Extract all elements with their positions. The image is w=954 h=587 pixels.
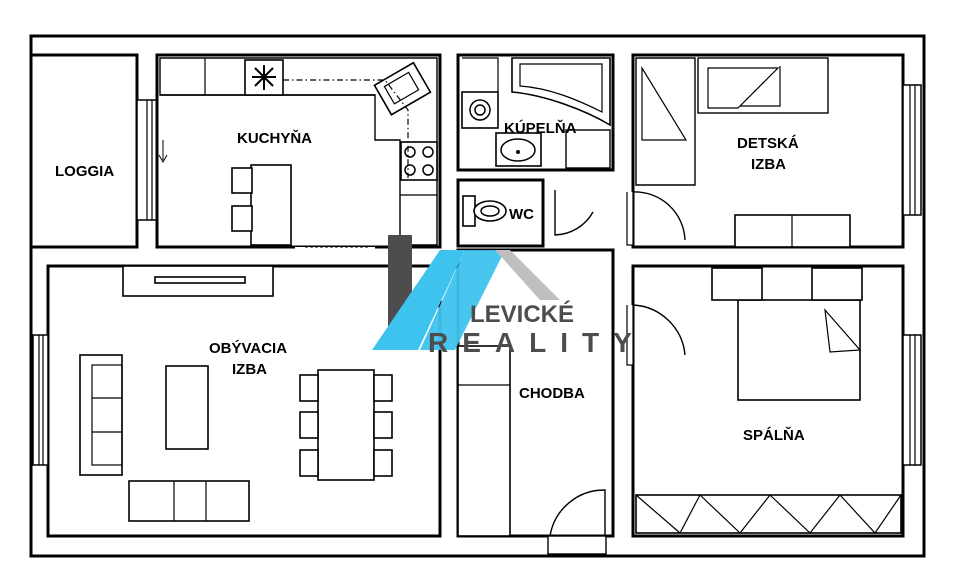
loggia-room <box>29 53 158 249</box>
living-room <box>32 264 442 538</box>
logo-line2: REALITY <box>428 327 646 358</box>
logo-line1: LEVICKÉ <box>470 300 574 328</box>
hallway <box>456 248 615 555</box>
wc-room <box>456 178 594 248</box>
label-bathroom: KÚPELŇA <box>504 119 577 137</box>
label-loggia: LOGGIA <box>55 163 114 180</box>
label-living-1: OBÝVACIA <box>209 339 287 357</box>
kitchen-opening <box>295 246 375 267</box>
label-kitchen: KUCHYŇA <box>237 129 312 147</box>
levicke-reality-logo: LEVICKÉ REALITY <box>372 235 646 358</box>
kids-room <box>626 53 922 249</box>
bathroom-room <box>456 53 615 172</box>
label-kids-room-1: DETSKÁ <box>737 135 799 152</box>
bedroom-room <box>626 264 922 538</box>
kitchen-room <box>155 53 442 249</box>
label-bedroom: SPÁLŇA <box>743 426 805 444</box>
label-wc: WC <box>509 206 534 223</box>
label-living-2: IZBA <box>232 361 267 378</box>
label-kids-room-2: IZBA <box>751 156 786 173</box>
label-hallway: CHODBA <box>519 385 585 402</box>
snowflake-icon <box>252 65 276 90</box>
